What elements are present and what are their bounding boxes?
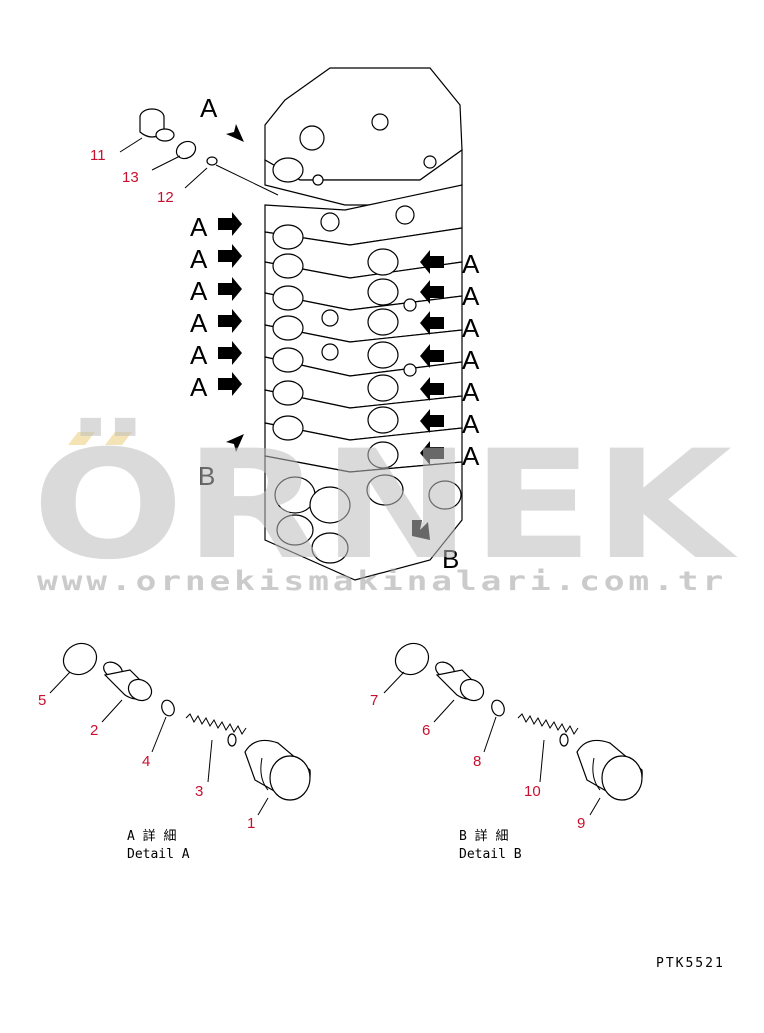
part-number-13: 13 (122, 169, 139, 186)
view-letters: A A A A A A A B A A A A A A A B (190, 93, 480, 574)
label-a-right-6: A (462, 409, 480, 439)
part-12-ball (206, 156, 218, 166)
top-left-parts (119, 108, 279, 196)
label-a-left-5: A (190, 340, 208, 370)
label-a-left-3: A (190, 276, 208, 306)
watermark-umlaut-left (68, 432, 95, 445)
section-arrows (218, 124, 444, 540)
label-a-right-2: A (462, 281, 480, 311)
part-13-oring (175, 140, 197, 160)
part-number-1: 1 (247, 815, 255, 832)
right-spool-caps (366, 248, 462, 510)
watermark: ÖRNEK www.ornekismakinalari.com.tr (32, 417, 738, 597)
part-number-11: 11 (90, 147, 106, 164)
label-a-left-2: A (190, 244, 208, 274)
label-a-right-3: A (462, 313, 480, 343)
part-6-poppet (435, 661, 485, 702)
label-a-left-1: A (190, 212, 208, 242)
part-number-3: 3 (195, 783, 203, 800)
control-valve-body (264, 67, 463, 581)
part-11-plug (139, 108, 175, 142)
label-a-right-7: A (462, 441, 480, 471)
diagonal-arrows (226, 124, 430, 540)
part-5-oring (62, 642, 98, 676)
part-8-ball (491, 699, 505, 717)
label-a-left-4: A (190, 308, 208, 338)
label-a-right-5: A (462, 377, 480, 407)
part-9-plug (576, 739, 643, 801)
label-a-right-4: A (462, 345, 480, 375)
detail-captions: A 詳 細 Detail A B 詳 細 Detail B (127, 828, 522, 862)
part-numbers: 11 13 12 5 2 4 3 1 7 6 8 10 9 (38, 147, 585, 832)
label-a-top: A (200, 93, 218, 123)
part-number-5: 5 (38, 692, 46, 709)
watermark-word: ÖRNEK (32, 417, 738, 593)
drawing-reference: PTK5521 (656, 956, 725, 971)
part-1-plug (244, 739, 311, 801)
watermark-url: www.ornekismakinalari.com.tr (37, 566, 727, 597)
caption-detail-b-jp: B 詳 細 (459, 828, 508, 844)
part-2-poppet (103, 661, 153, 702)
part-3-spring (185, 713, 247, 747)
part-10-spring (517, 713, 579, 747)
label-b-right: B (442, 544, 459, 574)
part-7-oring (394, 642, 430, 676)
caption-detail-a-en: Detail A (127, 847, 190, 862)
part-number-9: 9 (577, 815, 585, 832)
right-arrows (420, 250, 444, 465)
watermark-umlaut-right (105, 432, 132, 445)
part-number-4: 4 (142, 753, 150, 770)
part-number-10: 10 (524, 783, 541, 800)
part-number-7: 7 (370, 692, 378, 709)
part-number-2: 2 (90, 722, 98, 739)
left-spool-caps (272, 157, 351, 564)
caption-detail-b-en: Detail B (459, 847, 522, 862)
label-b-left: B (198, 461, 215, 491)
part-4-ball (161, 699, 175, 717)
part-number-12: 12 (157, 189, 174, 206)
detail-b (383, 642, 643, 816)
detail-a (49, 642, 311, 816)
label-a-left-6: A (190, 372, 208, 402)
caption-detail-a-jp: A 詳 細 (127, 828, 176, 844)
label-a-right-1: A (462, 249, 480, 279)
part-number-6: 6 (422, 722, 430, 739)
left-arrows (218, 212, 242, 396)
part-number-8: 8 (473, 753, 481, 770)
body-ports (299, 113, 437, 377)
